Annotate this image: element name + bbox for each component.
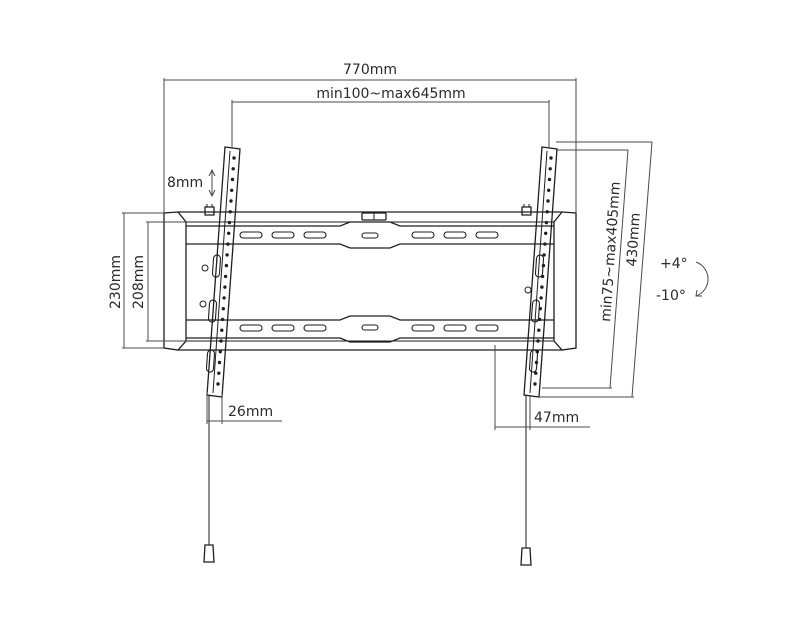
arm-width-label: 26mm [228, 404, 273, 420]
adjustment-hole [227, 220, 232, 225]
adjustment-hole [217, 360, 222, 365]
adjustment-hole [225, 253, 229, 257]
adjustment-hole [547, 177, 552, 182]
arm-length-label: 430mm [624, 212, 644, 267]
adjustment-hole [544, 220, 549, 225]
adjustment-hole [217, 371, 221, 375]
adjustment-hole [220, 328, 224, 332]
left-mounting-arm [199, 146, 241, 563]
adjustment-hole [548, 167, 552, 171]
wall-depth-dimension [494, 345, 590, 430]
adjustment-hole [227, 231, 231, 235]
tilt-up-label: +4° [660, 256, 688, 272]
vesa-horizontal-label: min100~max645mm [316, 86, 465, 102]
frame-height-outer-label: 230mm [108, 255, 124, 309]
adjustment-hole [218, 350, 222, 354]
adjustment-hole [231, 167, 235, 171]
adjustment-hole [547, 188, 551, 192]
overall-width-dimension [163, 78, 577, 213]
vesa-horizontal-dimension [231, 100, 550, 148]
left-arm-holes [216, 156, 236, 386]
tilt-range-indicator [695, 261, 709, 297]
adjustment-hole [224, 263, 229, 268]
adjustment-hole [229, 199, 233, 203]
adjustment-hole [539, 296, 543, 300]
adjustment-hole [230, 188, 234, 192]
vertical-dimensions [540, 141, 653, 398]
adjustment-hole [226, 242, 230, 246]
wall-depth-label: 47mm [534, 410, 579, 426]
adjustment-hole [222, 296, 226, 300]
adjustment-hole [216, 382, 220, 386]
adjustment-hole [221, 307, 225, 311]
adjustment-hole [549, 156, 553, 160]
adjustment-hole [223, 274, 228, 279]
adjustment-hole [219, 339, 223, 343]
tilt-down-label: -10° [656, 288, 686, 304]
adjustment-hole [232, 156, 236, 160]
adjustment-hole [533, 382, 537, 386]
adjustment-hole [220, 317, 225, 322]
adjustment-hole [223, 285, 227, 289]
top-rail-slots [239, 231, 499, 239]
frame-height-inner-label: 208mm [131, 255, 147, 309]
adjustment-hole [228, 210, 232, 214]
frame-height-dimensions [122, 212, 186, 349]
adjustment-hole [540, 285, 544, 289]
right-mounting-arm [520, 146, 558, 566]
adjustment-hole [534, 371, 538, 375]
adjustment-hole [544, 231, 548, 235]
arm-width-dimension [206, 392, 282, 424]
bottom-rail-slots [239, 324, 499, 332]
adjustment-hole [230, 177, 235, 182]
adjustment-hole [545, 210, 549, 214]
tilt-adjust-dimension [208, 168, 216, 198]
tilt-adjust-label: 8mm [167, 175, 203, 191]
adjustment-hole [543, 242, 547, 246]
overall-width-label: 770mm [343, 62, 397, 78]
wall-plate [163, 211, 577, 351]
adjustment-hole [537, 328, 541, 332]
adjustment-hole [536, 339, 540, 343]
adjustment-hole [546, 199, 550, 203]
